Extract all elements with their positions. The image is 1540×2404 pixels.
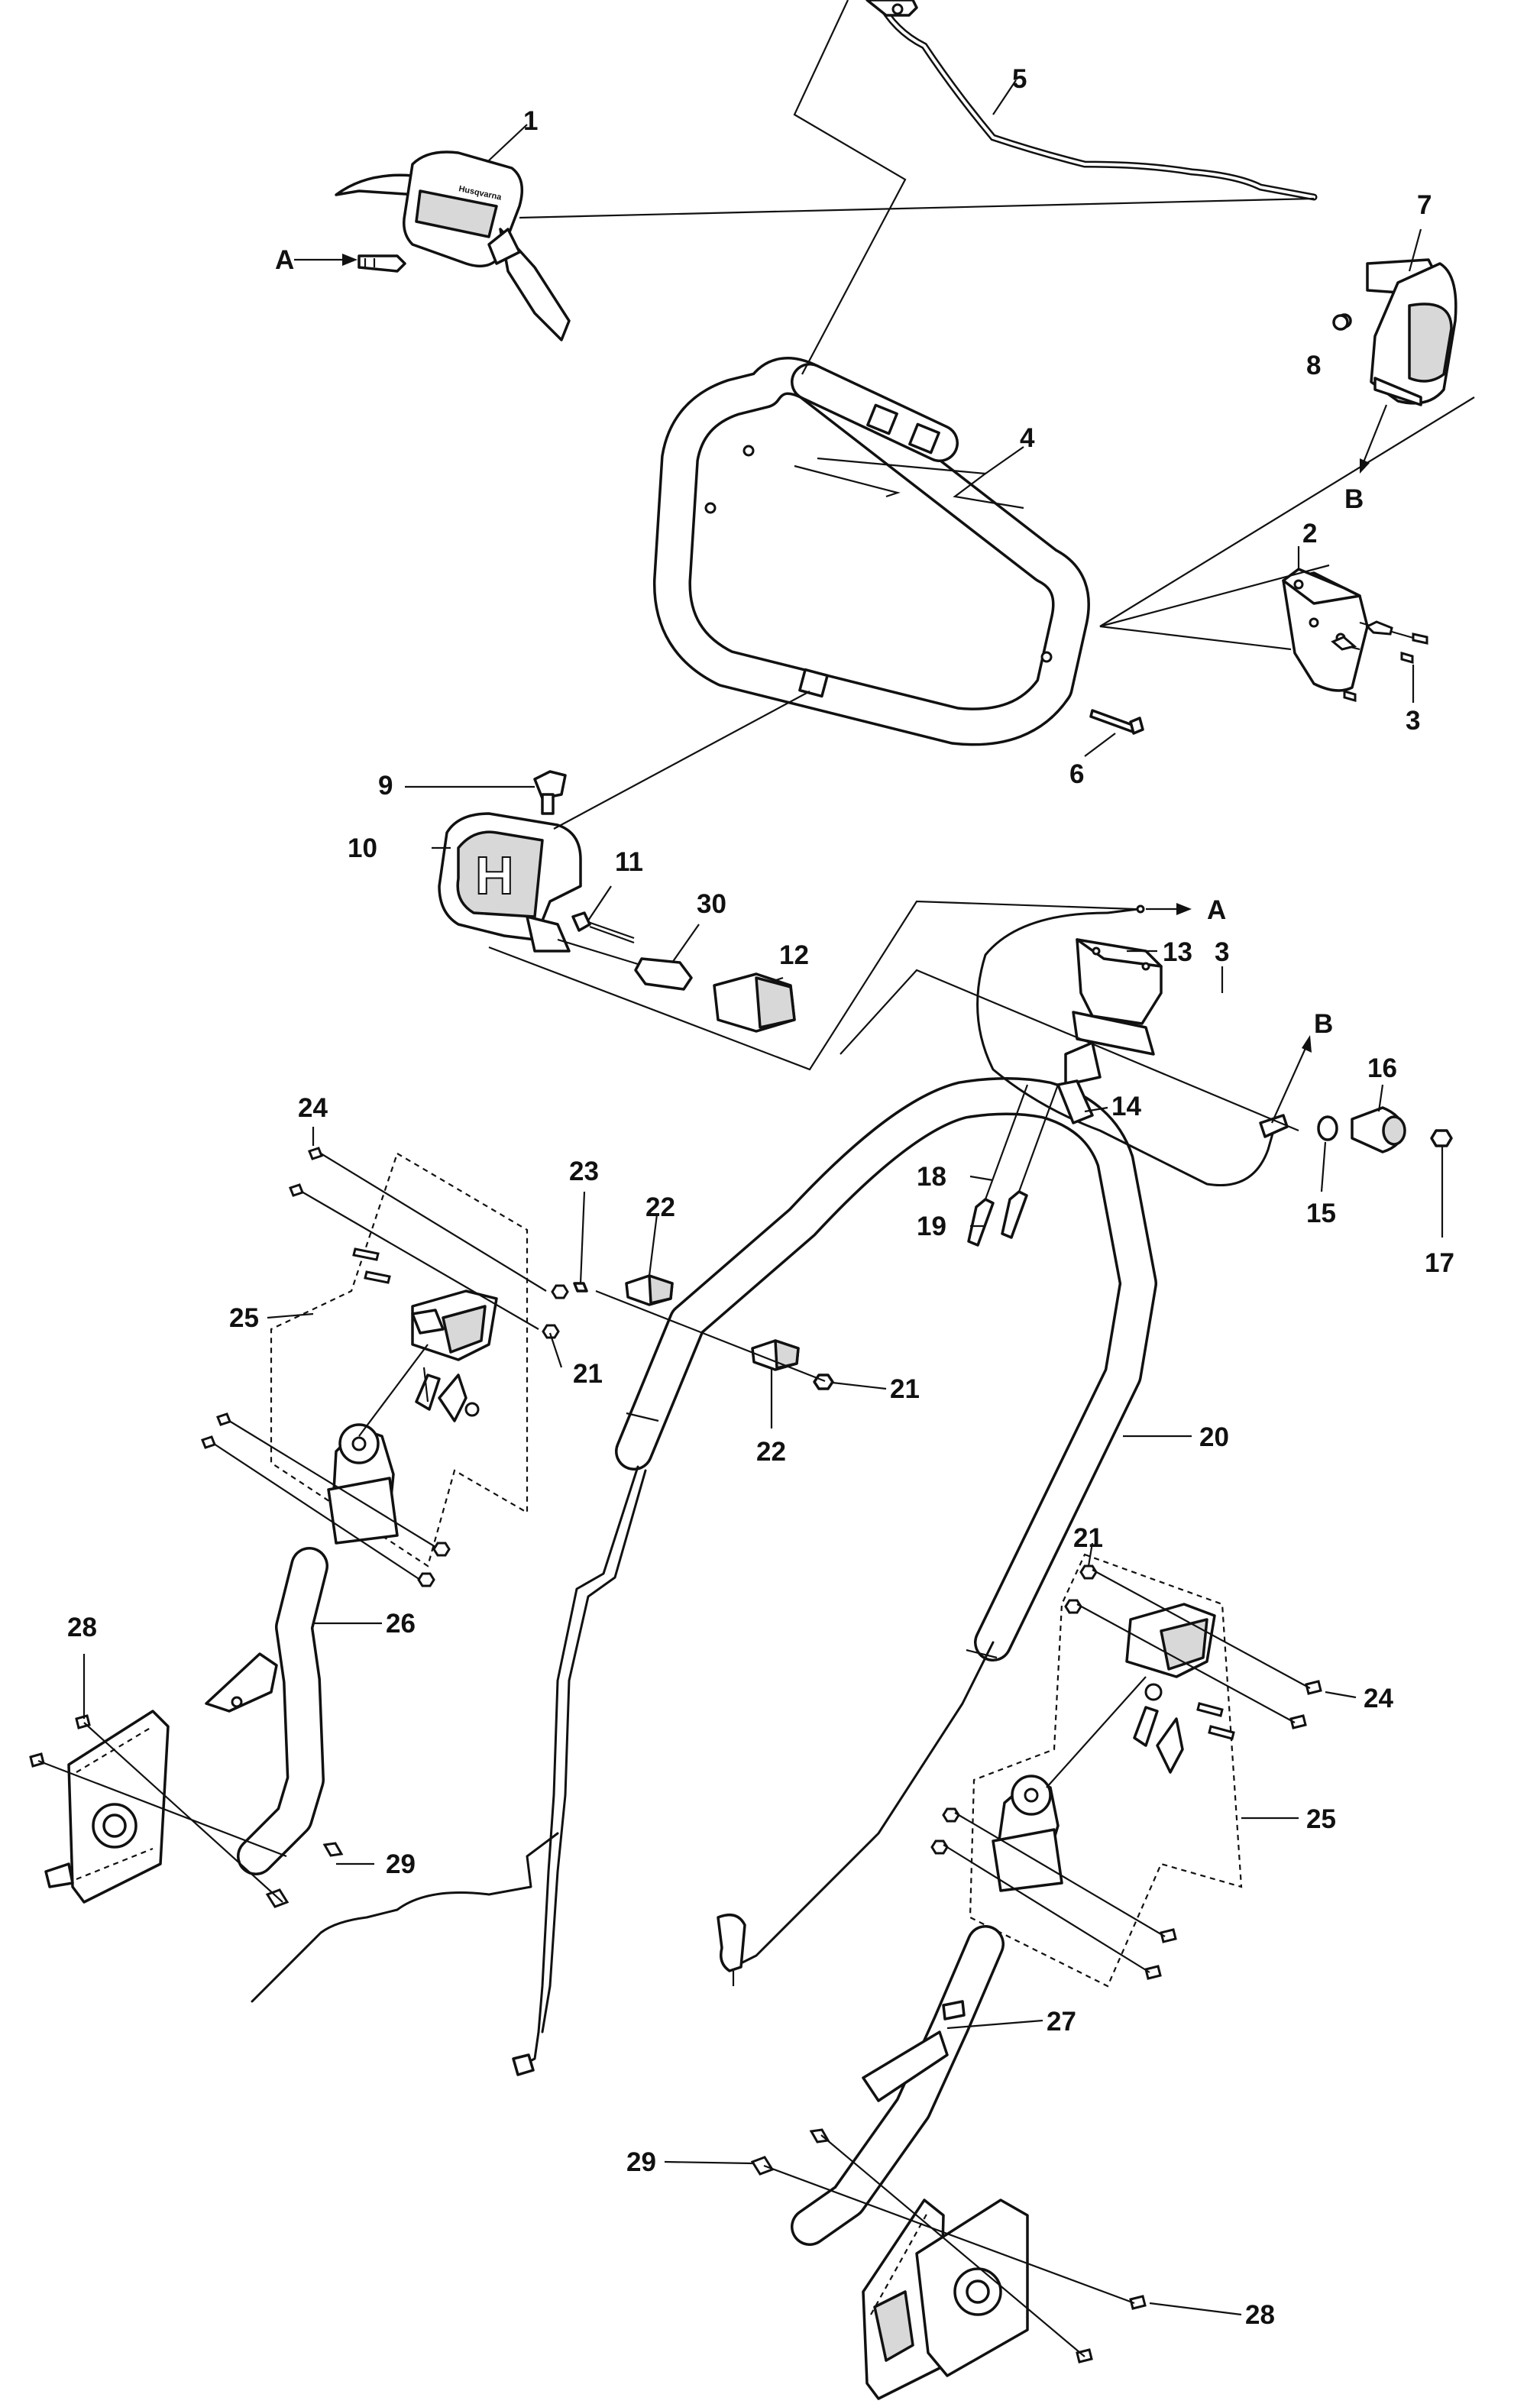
clamp-22-upper xyxy=(625,1274,674,1306)
hinge-lower-right xyxy=(992,1775,1063,1892)
callout-27: 27 xyxy=(1047,2007,1076,2037)
clip-12 xyxy=(713,972,796,1033)
left-arm-26 xyxy=(205,1547,328,1875)
clamp-22-lower xyxy=(751,1339,800,1371)
callout-24-left: 24 xyxy=(298,1093,328,1123)
callout-21-mid: 21 xyxy=(890,1374,920,1404)
callout-25-left: 25 xyxy=(229,1303,259,1333)
hinge-upper-right xyxy=(1125,1603,1216,1774)
screw-11 xyxy=(571,911,635,944)
ref-b-right: B xyxy=(1314,1009,1333,1039)
screws-right-group xyxy=(930,1564,1322,1980)
group-25-right-outline xyxy=(969,1553,1243,1988)
lower-cables xyxy=(251,1465,995,2076)
callout-5: 5 xyxy=(1012,64,1027,94)
bracket-plate xyxy=(1282,568,1414,692)
left-base-plate xyxy=(44,1710,170,1904)
callout-18: 18 xyxy=(917,1162,946,1192)
nut-8 xyxy=(1332,314,1349,331)
callout-labels: 1 5 7 8 4 2 3 6 9 10 11 30 12 13 3 14 16… xyxy=(67,64,1454,2330)
callout-22-lower: 22 xyxy=(756,1437,786,1467)
upper-handle-bar xyxy=(652,357,1090,746)
callout-6: 6 xyxy=(1069,759,1084,789)
callout-4: 4 xyxy=(1020,423,1035,453)
bolt-6 xyxy=(1089,709,1144,735)
callout-21-right: 21 xyxy=(1073,1523,1103,1553)
bolts-18-19 xyxy=(967,1084,1060,1247)
callout-leaders xyxy=(82,79,1444,2316)
svg-text:H: H xyxy=(475,846,514,905)
callout-16: 16 xyxy=(1367,1053,1397,1083)
callout-28-right: 28 xyxy=(1245,2300,1275,2330)
callout-19: 19 xyxy=(917,1212,946,1241)
hinge-upper-left xyxy=(411,1289,498,1422)
ref-b-top: B xyxy=(1344,484,1364,514)
knob-assembly xyxy=(1317,1106,1453,1153)
callout-22-upper: 22 xyxy=(645,1192,675,1222)
side-cover xyxy=(1337,258,1458,406)
callout-28-left: 28 xyxy=(67,1613,97,1642)
callout-14: 14 xyxy=(1111,1092,1141,1121)
callout-20: 20 xyxy=(1199,1422,1229,1452)
bolt-23 xyxy=(573,1282,588,1293)
screws-left-group xyxy=(201,1147,569,1587)
callout-25-right: 25 xyxy=(1306,1804,1336,1834)
callout-11: 11 xyxy=(615,847,643,877)
callout-17: 17 xyxy=(1425,1248,1454,1278)
callout-1: 1 xyxy=(523,106,538,136)
screw-set-top xyxy=(1331,620,1428,702)
callout-15: 15 xyxy=(1306,1199,1336,1228)
control-lever-assembly: Husqvarna xyxy=(335,150,571,341)
callout-30: 30 xyxy=(697,889,726,919)
control-box: H xyxy=(438,770,582,953)
right-arm-27 xyxy=(791,1925,1005,2246)
callout-8: 8 xyxy=(1306,351,1321,380)
callout-24-right: 24 xyxy=(1364,1684,1393,1713)
reference-arrows xyxy=(294,254,1388,1124)
callout-13: 13 xyxy=(1163,937,1192,967)
callout-29-right: 29 xyxy=(626,2147,656,2177)
callout-7: 7 xyxy=(1417,190,1432,220)
callout-10: 10 xyxy=(348,833,377,863)
callout-3-mid: 3 xyxy=(1215,937,1229,967)
ref-a-left: A xyxy=(275,245,294,275)
ref-a-right: A xyxy=(1207,895,1226,925)
group-25-left-outline xyxy=(270,1152,529,1568)
lower-handle xyxy=(615,1077,1157,1661)
callout-26: 26 xyxy=(386,1609,416,1639)
callout-2: 2 xyxy=(1302,519,1317,548)
callout-3-top: 3 xyxy=(1406,706,1420,736)
right-base-plate xyxy=(862,2199,1029,2400)
callout-23: 23 xyxy=(569,1157,599,1186)
spacer-30 xyxy=(634,957,693,991)
assembly-lines xyxy=(37,0,1475,2357)
callout-21-left: 21 xyxy=(573,1359,603,1389)
bracket-13 xyxy=(1056,938,1163,1124)
nut-21-mid xyxy=(813,1373,834,1390)
throttle-cable xyxy=(865,0,1318,201)
callout-12: 12 xyxy=(779,940,809,970)
callout-9: 9 xyxy=(378,771,393,801)
callout-29-left: 29 xyxy=(386,1849,416,1879)
